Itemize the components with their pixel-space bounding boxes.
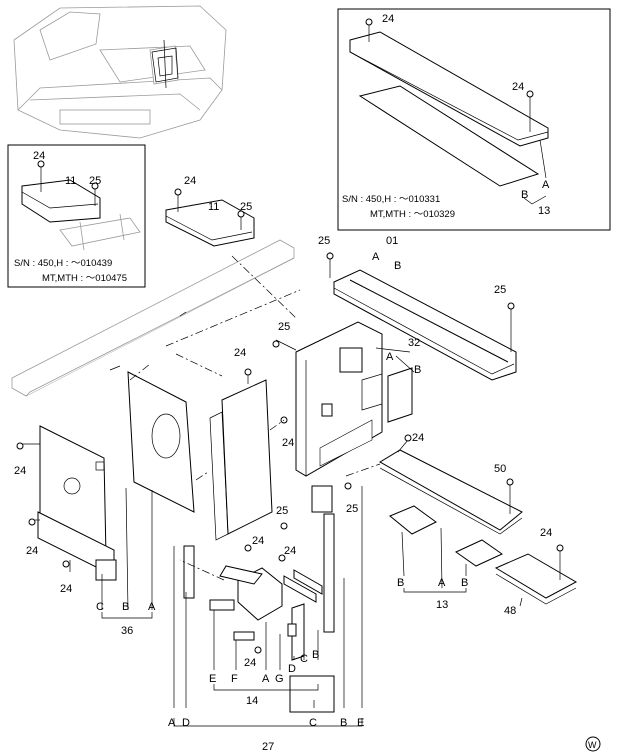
letter-A-14: A <box>262 673 270 685</box>
serial-note-right-line2: MT,MTH : ～010329 <box>370 209 455 220</box>
part-label-27: 27 <box>262 741 274 753</box>
part-label-13-cover: 13 <box>436 599 448 611</box>
panel-32 <box>375 347 415 423</box>
serial-note-right-line1: S/N : 450,H : ～010331 <box>342 194 440 205</box>
part-label-25-channel-left: 25 <box>318 235 330 247</box>
letter-B-panel: B <box>414 364 421 376</box>
letter-B-channel: B <box>394 260 401 272</box>
part-label-24-mid-right: 24 <box>282 437 294 449</box>
part-label-24-cover-48: 24 <box>540 527 552 539</box>
letter-C-36: C <box>96 601 104 613</box>
part-label-25-mid: 25 <box>276 505 288 517</box>
letter-A-27: A <box>168 717 176 729</box>
letter-D-14: D <box>288 663 296 675</box>
part-label-48: 48 <box>504 605 516 617</box>
part-label-25-frame: 25 <box>278 321 290 333</box>
letter-F-14: F <box>231 673 238 685</box>
cover-48 <box>494 544 578 607</box>
mid-plate <box>175 353 288 552</box>
part-label-24-bracket: 24 <box>184 175 196 187</box>
part-label-11-bracket: 11 <box>208 201 219 213</box>
part-label-24-cover: 24 <box>412 432 424 444</box>
part-label-24-strips-mid: 24 <box>244 657 256 669</box>
letter-E-27: E <box>357 717 364 729</box>
part-label-24-inset-right: 24 <box>512 81 524 93</box>
part-label-32: 32 <box>408 337 420 349</box>
frame-rail <box>11 239 295 397</box>
machine-overview-thumbnail <box>13 5 227 139</box>
inset-box-right <box>337 8 611 231</box>
part-label-24-mid-bottom: 24 <box>252 535 264 547</box>
serial-note-left-line1: S/N : 450,H : ～010439 <box>14 258 112 269</box>
letter-C-14: C <box>300 653 308 665</box>
letter-G-14: G <box>275 673 284 685</box>
part-label-25-bracket: 25 <box>240 201 252 213</box>
part-label-24-left-b: 24 <box>26 545 38 557</box>
letter-A-36: A <box>148 601 156 613</box>
letter-B-27: B <box>340 717 347 729</box>
letter-A-inset-right: A <box>542 179 550 191</box>
part-label-25-channel-right: 25 <box>494 284 506 296</box>
part-label-24-inset-left: 24 <box>33 150 45 162</box>
part-label-24-strips-top: 24 <box>284 545 296 557</box>
part-label-24-left-a: 24 <box>14 465 26 477</box>
letter-B-36: B <box>122 601 129 613</box>
footer-mark: W <box>585 736 601 752</box>
part-label-25-strips: 25 <box>346 503 358 515</box>
inset-box-left <box>7 144 146 288</box>
cover-13 <box>379 434 523 593</box>
letter-A-channel: A <box>372 251 380 263</box>
serial-note-left-line2: MT,MTH : ～010475 <box>42 273 127 284</box>
part-label-13-inset-right: 13 <box>538 205 550 217</box>
panel-assembly-36 <box>16 371 195 619</box>
centre-frame <box>272 321 383 477</box>
seal-strips <box>173 482 363 727</box>
channel-01 <box>326 252 517 381</box>
part-label-36: 36 <box>121 625 133 637</box>
letter-A-panel: A <box>386 351 394 363</box>
letter-B-14: B <box>312 649 319 661</box>
part-label-50: 50 <box>494 463 506 475</box>
bracket-11 <box>165 188 255 247</box>
part-label-11-inset-left: 11 <box>65 175 76 187</box>
part-label-24-inset-right-top: 24 <box>382 13 394 25</box>
part-label-14: 14 <box>246 695 258 707</box>
part-label-24-mid-top: 24 <box>234 347 246 359</box>
part-label-25-inset-left: 25 <box>89 175 101 187</box>
footer-mark-label: W <box>588 740 597 750</box>
letter-B-cover-right: B <box>461 577 468 589</box>
part-label-01: 01 <box>386 235 398 247</box>
letter-A-cover: A <box>438 577 446 589</box>
letter-B-inset-right: B <box>521 189 528 201</box>
part-label-24-left-c: 24 <box>60 583 72 595</box>
letter-B-cover-left: B <box>397 577 404 589</box>
letter-D-27: D <box>182 717 190 729</box>
letter-E-14: E <box>209 673 216 685</box>
letter-C-27: C <box>309 717 317 729</box>
assembly-guide-lines <box>129 255 381 581</box>
